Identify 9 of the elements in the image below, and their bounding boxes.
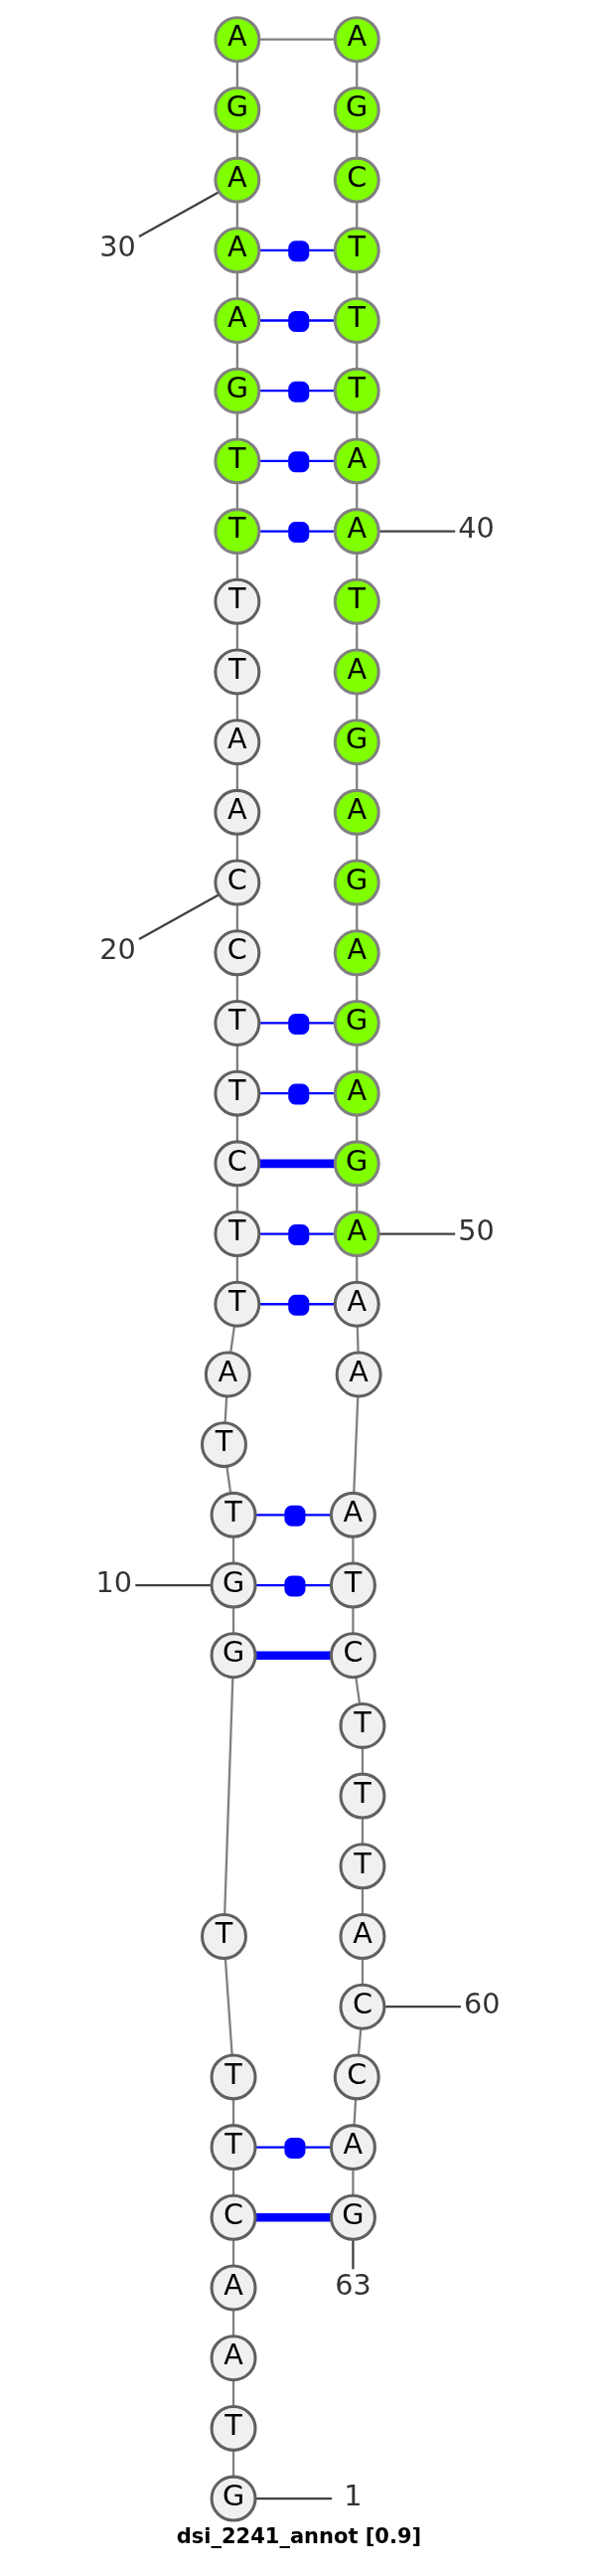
node-text: 40 (458, 511, 495, 546)
node-text: 30 (99, 230, 136, 264)
node-text: 63 (335, 2267, 372, 2302)
node-text: 10 (95, 1564, 132, 1599)
node-text: 50 (458, 1213, 495, 1248)
node-text: 1 (344, 2478, 363, 2512)
caption: dsi_2241_annot [0.9] (176, 2522, 422, 2548)
node-text: 60 (464, 1986, 501, 2020)
node-text: 20 (99, 932, 136, 967)
